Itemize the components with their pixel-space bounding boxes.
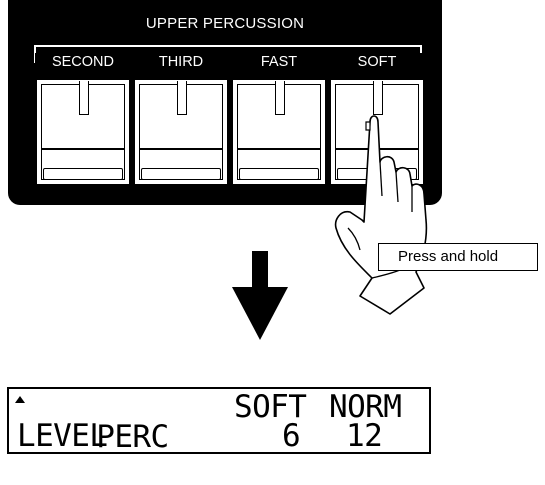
lcd-soft-value: 6	[282, 418, 301, 454]
lcd-norm-heading: NORM	[329, 389, 402, 425]
tab-label-third: THIRD	[133, 53, 229, 71]
down-arrow-icon	[232, 251, 288, 340]
tab-label-fast: FAST	[231, 53, 327, 71]
lcd-display: PERC SOFT NORM LEVEL 6 12	[7, 387, 431, 454]
tab-label-second: SECOND	[35, 53, 131, 71]
lcd-perc-label: PERC	[96, 419, 169, 455]
panel-title: UPPER PERCUSSION	[145, 15, 305, 32]
press-and-hold-callout: Press and hold	[378, 243, 538, 271]
lcd-row-1: PERC	[24, 392, 169, 482]
tab-fast[interactable]	[231, 78, 327, 186]
tab-label-soft: SOFT	[329, 53, 425, 71]
up-triangle-icon	[15, 396, 25, 403]
hand-press-icon	[334, 115, 428, 315]
tab-second[interactable]	[35, 78, 131, 186]
lcd-level-label: LEVEL	[17, 418, 108, 454]
tab-third[interactable]	[133, 78, 229, 186]
lcd-norm-value: 12	[346, 418, 383, 454]
lcd-soft-heading: SOFT	[234, 389, 307, 425]
